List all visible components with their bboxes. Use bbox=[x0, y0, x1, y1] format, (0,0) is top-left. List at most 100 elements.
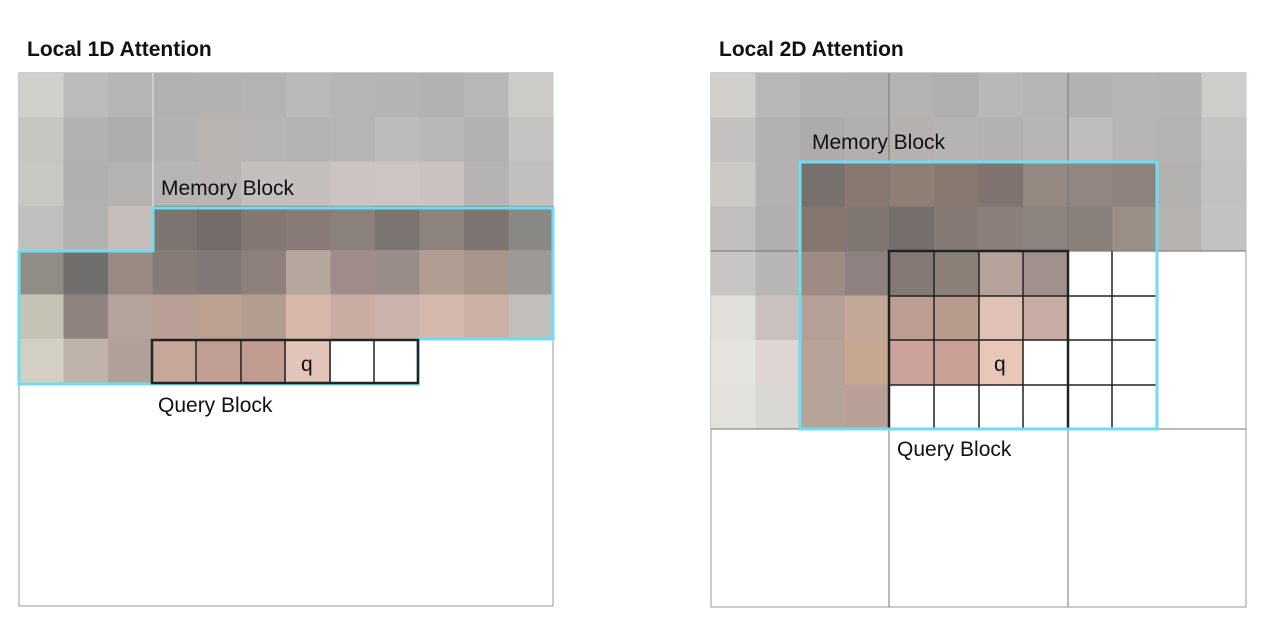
image-pixel bbox=[755, 162, 801, 208]
image-pixel bbox=[464, 250, 510, 296]
image-pixel bbox=[844, 340, 890, 386]
image-pixel bbox=[19, 205, 65, 251]
image-pixel bbox=[108, 117, 154, 163]
image-pixel bbox=[978, 206, 1024, 252]
image-pixels-1d bbox=[19, 73, 554, 384]
image-pixel bbox=[1067, 206, 1113, 252]
image-pixel bbox=[1023, 73, 1069, 119]
image-pixel bbox=[711, 73, 757, 119]
image-pixel bbox=[286, 117, 332, 163]
image-pixel bbox=[375, 250, 421, 296]
image-pixel bbox=[978, 295, 1024, 341]
image-pixel bbox=[330, 250, 376, 296]
image-pixel bbox=[108, 338, 154, 384]
image-pixel bbox=[844, 295, 890, 341]
image-pixel bbox=[844, 384, 890, 430]
image-pixel bbox=[1067, 73, 1113, 119]
image-pixel bbox=[63, 294, 109, 340]
image-pixel bbox=[755, 206, 801, 252]
image-pixel bbox=[889, 340, 935, 386]
image-pixel bbox=[1156, 117, 1203, 163]
memory-block-outline-2d bbox=[798, 160, 1159, 431]
image-pixel bbox=[508, 205, 554, 251]
image-pixel bbox=[1201, 73, 1247, 119]
image-pixel bbox=[800, 295, 846, 341]
image-pixel bbox=[1023, 162, 1069, 208]
image-pixel bbox=[464, 117, 510, 163]
image-pixel bbox=[108, 73, 154, 118]
image-pixel bbox=[889, 206, 935, 252]
image-pixel bbox=[755, 295, 801, 341]
image-pixel bbox=[800, 384, 846, 430]
image-pixel bbox=[152, 338, 198, 384]
image-pixel bbox=[1112, 206, 1158, 252]
image-pixel bbox=[419, 250, 465, 296]
image-pixel bbox=[800, 251, 846, 297]
image-pixel bbox=[978, 73, 1024, 119]
image-pixel bbox=[19, 250, 65, 296]
image-pixel bbox=[419, 161, 465, 207]
image-pixel bbox=[375, 73, 421, 118]
image-pixel bbox=[330, 73, 376, 118]
image-pixel bbox=[800, 206, 846, 252]
local-1d-attention-panel: Memory Block Query Block q bbox=[17, 72, 555, 607]
local-2d-attention-panel: Memory Block Query Block q bbox=[710, 72, 1247, 608]
image-pixel bbox=[19, 294, 65, 340]
image-pixel bbox=[286, 161, 332, 207]
image-pixel bbox=[197, 294, 243, 340]
image-pixel bbox=[330, 161, 376, 207]
image-pixel bbox=[1112, 162, 1158, 208]
image-pixel bbox=[286, 205, 332, 251]
image-pixel bbox=[800, 73, 846, 119]
image-pixel bbox=[755, 251, 801, 297]
image-pixel bbox=[1023, 206, 1069, 252]
image-pixel bbox=[800, 162, 846, 208]
image-pixel bbox=[375, 161, 421, 207]
image-pixel bbox=[755, 384, 801, 430]
image-pixel bbox=[1112, 73, 1158, 119]
image-pixel bbox=[889, 117, 935, 163]
image-pixel bbox=[152, 250, 198, 296]
image-pixel bbox=[1023, 251, 1069, 297]
image-pixel bbox=[711, 251, 757, 297]
image-pixel bbox=[419, 73, 465, 118]
image-pixel bbox=[197, 250, 243, 296]
image-pixel bbox=[1156, 206, 1203, 252]
image-pixel bbox=[464, 161, 510, 207]
image-pixel bbox=[1156, 73, 1203, 119]
image-pixel bbox=[978, 340, 1024, 386]
image-pixel bbox=[933, 295, 980, 341]
image-pixel bbox=[1023, 295, 1069, 341]
image-pixel bbox=[1112, 117, 1158, 163]
image-pixel bbox=[755, 340, 801, 386]
image-pixel bbox=[241, 338, 287, 384]
image-pixel bbox=[464, 73, 510, 118]
image-pixel bbox=[241, 161, 287, 207]
image-pixel bbox=[197, 161, 243, 207]
image-pixel bbox=[108, 294, 154, 340]
image-pixel bbox=[286, 73, 332, 118]
image-pixel bbox=[108, 250, 154, 296]
image-pixel bbox=[889, 251, 935, 297]
image-pixel bbox=[933, 206, 980, 252]
image-pixel bbox=[1156, 162, 1203, 208]
image-pixel bbox=[152, 117, 198, 163]
image-pixel bbox=[711, 340, 757, 386]
image-pixel bbox=[508, 117, 554, 163]
image-pixel bbox=[19, 117, 65, 163]
image-pixel bbox=[978, 162, 1024, 208]
query-block-label-1d: Query Block bbox=[158, 394, 273, 417]
image-pixel bbox=[711, 117, 757, 163]
image-pixel bbox=[63, 250, 109, 296]
image-pixel bbox=[63, 73, 109, 118]
image-pixel bbox=[330, 205, 376, 251]
image-pixel bbox=[933, 117, 980, 163]
image-pixel bbox=[19, 161, 65, 207]
image-pixel bbox=[286, 250, 332, 296]
image-pixel bbox=[63, 117, 109, 163]
query-block-1d bbox=[150, 338, 420, 385]
image-pixel bbox=[711, 295, 757, 341]
image-pixel bbox=[889, 73, 935, 119]
image-pixel bbox=[419, 294, 465, 340]
image-pixel bbox=[241, 205, 287, 251]
